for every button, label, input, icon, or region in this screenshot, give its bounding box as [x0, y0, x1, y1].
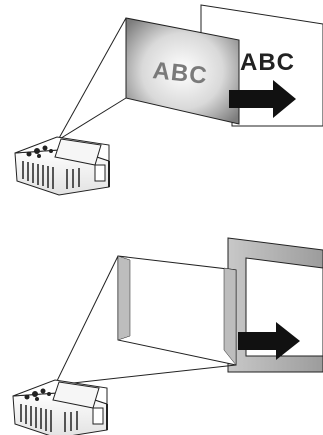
arrow-right-icon — [229, 80, 296, 118]
back-screen-label: ABC — [240, 49, 295, 76]
bottom-scene — [12, 237, 323, 435]
arrow-right-icon — [238, 322, 300, 360]
projector-top — [14, 136, 110, 196]
top-scene: ABC ABC — [14, 4, 323, 196]
front-screen-bottom — [117, 255, 237, 366]
front-screen-label: ABC — [151, 57, 209, 90]
projector-bottom — [12, 379, 108, 435]
back-screen-bottom — [227, 237, 323, 373]
front-screen-top: ABC — [125, 17, 240, 125]
beam-lines-bottom — [54, 255, 237, 386]
beam-lines-top — [57, 17, 127, 141]
